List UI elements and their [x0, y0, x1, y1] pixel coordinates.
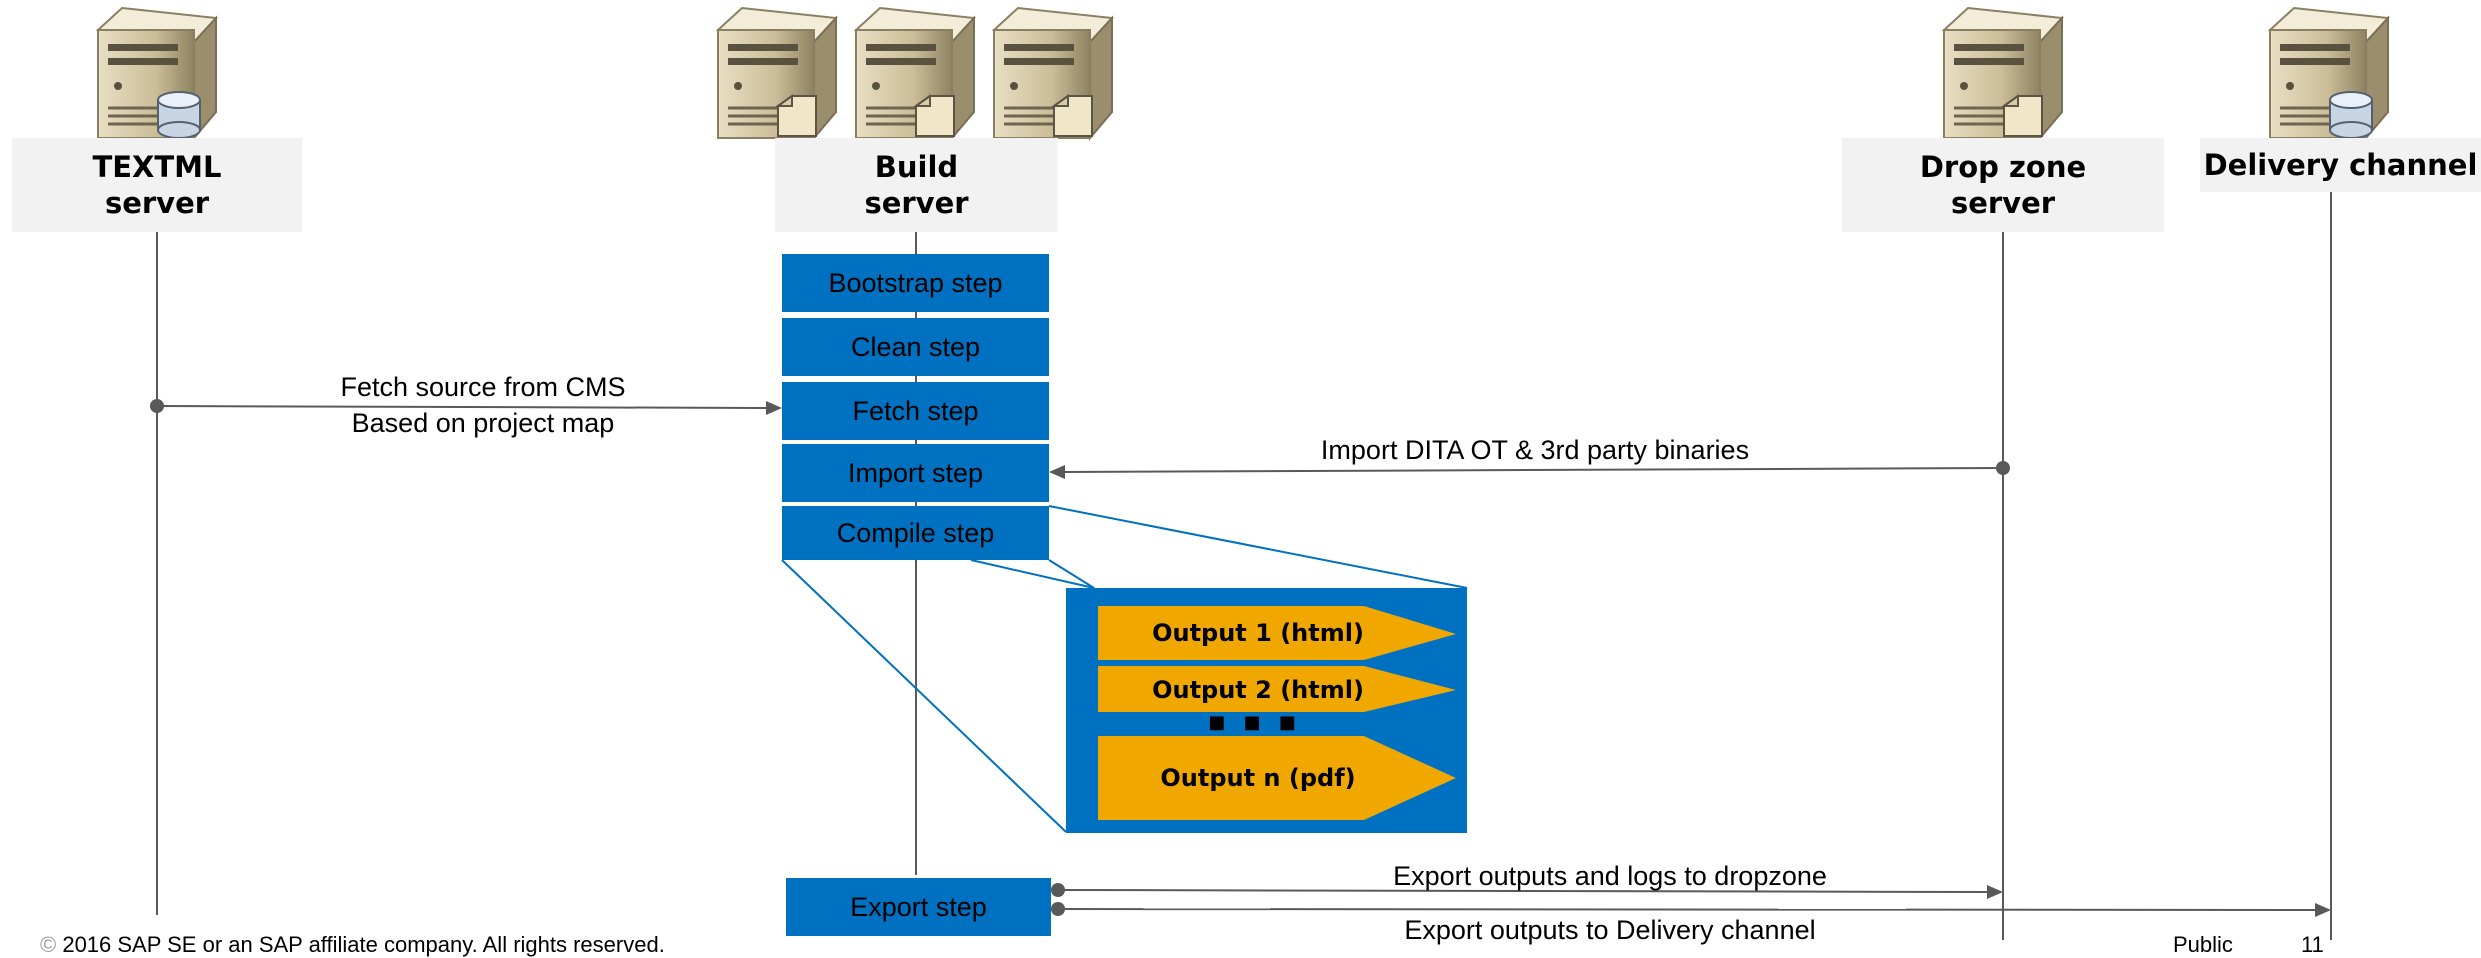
export-delivery-message: Export outputs to Delivery channel: [1404, 915, 1816, 945]
build-server-label: Build server: [775, 138, 1058, 232]
export-delivery-arrow: [1051, 902, 2331, 917]
build-server-icon: [716, 6, 838, 140]
bootstrap-step: Bootstrap step: [782, 254, 1049, 312]
file-server-icon: [1942, 6, 2064, 140]
output-1-arrow: [1098, 606, 1456, 660]
fetch-message-line2: Based on project map: [351, 408, 615, 438]
clean-step: Clean step: [782, 318, 1049, 376]
textml-server-label-text: TEXTML server: [92, 150, 222, 220]
import-message: Import DITA OT & 3rd party binaries: [1320, 435, 1750, 465]
textml-server-label: TEXTML server: [12, 138, 302, 232]
fetch-message-line1: Fetch source from CMS: [340, 372, 626, 402]
fetch-step: Fetch step: [782, 382, 1049, 440]
build-server-icon: [854, 6, 976, 140]
zoom-lines: [781, 505, 1468, 833]
compile-step: Compile step: [782, 506, 1049, 560]
build-server-label-text: Build server: [864, 150, 969, 220]
database-server-icon: [2268, 6, 2390, 140]
export-dropzone-arrow: [1051, 883, 2003, 899]
footer-classification: Public: [2173, 932, 2233, 957]
build-server-icon: [992, 6, 1114, 140]
delivery-channel-label-text: Delivery channel: [2203, 148, 2478, 182]
output-n-label: Output n (pdf): [1160, 764, 1356, 792]
dropzone-server-label: Drop zone server: [1842, 138, 2164, 232]
import-arrow: [1049, 461, 2010, 479]
fetch-arrow: [150, 399, 782, 415]
output-2-label: Output 2 (html): [1152, 676, 1364, 704]
export-step: Export step: [786, 878, 1051, 936]
import-step: Import step: [782, 444, 1049, 502]
dropzone-server-label-text: Drop zone server: [1919, 150, 2087, 220]
delivery-channel-label: Delivery channel: [2200, 138, 2481, 192]
output-1-label: Output 1 (html): [1152, 619, 1364, 647]
output-2-arrow: [1098, 666, 1456, 712]
footer-copyright: © 2016 SAP SE or an SAP affiliate compan…: [40, 932, 665, 958]
database-server-icon: [96, 6, 218, 140]
output-ellipsis: ■ ■ ■: [1208, 712, 1302, 733]
output-n-arrow: [1098, 736, 1456, 820]
footer-page-number: 11: [2301, 932, 2324, 957]
export-dropzone-message: Export outputs and logs to dropzone: [1393, 861, 1827, 891]
